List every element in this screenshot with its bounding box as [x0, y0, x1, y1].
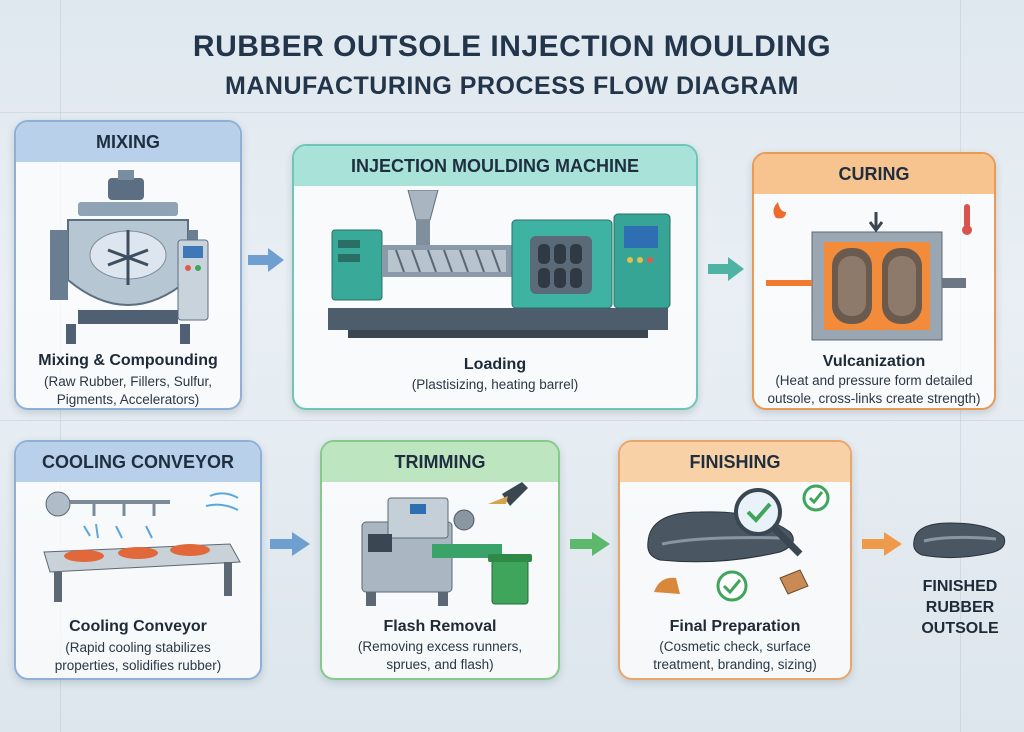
finishing-inspection-icon	[647, 484, 830, 602]
step-injection-card: INJECTION MOULDING MACHINE Loading (Plas…	[292, 144, 698, 410]
step-injection-header: INJECTION MOULDING MACHINE	[294, 146, 696, 186]
step-cooling-desc-line2: properties, solidifies rubber)	[54, 658, 222, 673]
diagram-subtitle: MANUFACTURING PROCESS FLOW DIAGRAM	[225, 72, 799, 100]
step-finishing-header: FINISHING	[620, 442, 850, 482]
background-grid-line	[0, 112, 1024, 113]
final-label-line3: OUTSOLE	[921, 620, 999, 637]
step-curing-desc-line1: (Heat and pressure form detailed	[775, 373, 973, 388]
flow-arrow-right-icon	[862, 532, 902, 556]
step-curing-desc-line2: outsole, cross-links create strength)	[767, 391, 981, 406]
cooling-conveyor-icon	[43, 491, 241, 602]
background-grid-line	[0, 420, 1024, 421]
flow-arrow-right-icon	[248, 248, 284, 272]
step-injection-desc-line1: (Plastisizing, heating barrel)	[411, 377, 579, 392]
finished-outsole-icon	[913, 522, 1006, 559]
flow-arrow-right-icon	[570, 532, 610, 556]
final-product-label: FINISHED RUBBER OUTSOLE	[905, 576, 1015, 639]
step-curing-header: CURING	[754, 154, 994, 194]
step-mixing-subtitle: Mixing & Compounding	[38, 352, 218, 369]
step-finishing-subtitle: Final Preparation	[669, 618, 801, 635]
curing-press-icon	[766, 202, 972, 341]
flow-arrow-right-icon	[708, 257, 744, 281]
diagram-title: RUBBER OUTSOLE INJECTION MOULDING	[192, 30, 832, 63]
step-trimming-subtitle: Flash Removal	[383, 618, 497, 635]
step-trimming-header: TRIMMING	[322, 442, 558, 482]
step-injection-subtitle: Loading	[463, 356, 527, 373]
step-finishing-card: FINISHING Final Preparation (Cosmetic ch…	[618, 440, 852, 680]
final-label-line1: FINISHED	[922, 578, 998, 595]
step-trimming-desc-line1: (Removing excess runners,	[357, 639, 523, 654]
step-cooling-card: COOLING CONVEYOR Cooling Conveyor (Rapid…	[14, 440, 262, 680]
flow-arrow-right-icon	[270, 532, 310, 556]
step-finishing-desc-line2: treatment, branding, sizing)	[653, 657, 817, 672]
step-curing-subtitle: Vulcanization	[822, 353, 926, 370]
step-cooling-header: COOLING CONVEYOR	[16, 442, 260, 482]
step-mixing-desc-line2: Pigments, Accelerators)	[56, 392, 200, 407]
step-mixing-card: MIXING Mixing & Compounding (Raw Rubber,…	[14, 120, 242, 410]
step-trimming-desc-line2: sprues, and flash)	[386, 657, 494, 672]
step-curing-card: CURING Vulcanization (Heat and pressure …	[752, 152, 996, 410]
step-trimming-card: TRIMMING Flash Removal (Removing excess …	[320, 440, 560, 680]
mixing-tank-icon	[50, 170, 209, 344]
step-finishing-desc-line1: (Cosmetic check, surface	[659, 639, 811, 654]
step-cooling-desc-line1: (Rapid cooling stabilizes	[65, 640, 211, 655]
trimming-machine-icon	[361, 482, 532, 606]
injection-machine-icon	[328, 190, 671, 338]
step-cooling-subtitle: Cooling Conveyor	[69, 618, 207, 635]
step-mixing-header: MIXING	[16, 122, 240, 162]
final-label-line2: RUBBER	[925, 599, 995, 616]
step-mixing-desc-line1: (Raw Rubber, Fillers, Sulfur,	[43, 374, 213, 389]
